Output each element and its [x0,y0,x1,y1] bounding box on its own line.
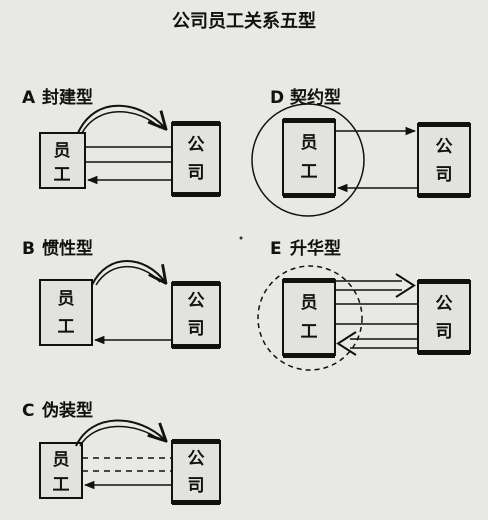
panel-a-letter: A [22,88,36,108]
panel-d-solid-circle [251,103,365,217]
company-label-bottom: 司 [188,476,205,496]
panel-b-company-box: 公 司 [171,281,221,349]
company-label-bottom: 司 [188,163,205,183]
employee-label-bottom: 工 [301,162,318,182]
panel-e-company-box: 公 司 [417,279,471,355]
panel-e-dashed-circle [257,265,363,371]
panel-e-employee-box: 员 工 [282,278,336,358]
company-label-top: 公 [188,449,205,469]
company-label-top: 公 [436,137,453,157]
panel-c-name: 伪装型 [41,400,93,421]
employee-label-bottom: 工 [301,322,318,342]
company-label-bottom: 司 [188,319,205,339]
panel-c: C 伪装型 员 工 公 司 [22,400,221,505]
employee-label-top: 员 [54,141,71,161]
panel-d-company-box: 公 司 [417,122,471,198]
panel-b: B 惯性型 员 工 公 司 [22,238,221,349]
panel-e-forward-arrow [335,273,416,298]
company-label-top: 公 [436,294,453,314]
decorative-dot [239,236,243,240]
panel-d-name: 契约型 [289,87,341,108]
panel-a-name: 封建型 [42,87,93,108]
company-label-bottom: 司 [436,165,453,185]
panel-a: A 封建型 员 工 公 司 [22,87,221,197]
company-label-top: 公 [188,291,205,311]
employee-label-bottom: 工 [54,165,71,185]
employee-label-bottom: 工 [58,317,75,337]
panel-b-employee-box: 员 工 [39,279,93,346]
employee-label-bottom: 工 [53,475,70,495]
panel-d-letter: D [270,88,284,108]
panel-c-employee-box: 员 工 [39,442,83,499]
panel-d-employee-box: 员 工 [282,118,336,198]
panel-c-letter: C [22,401,34,421]
diagram-title: 公司员工关系五型 [172,10,316,32]
panel-a-company-box: 公 司 [171,121,221,197]
employee-label-top: 员 [301,293,318,313]
panel-e-letter: E [270,239,282,259]
panel-d: D 契约型 员 工 公 司 [251,87,471,217]
panel-e-return-arrow [336,331,418,356]
employee-label-top: 员 [53,450,70,470]
company-label-bottom: 司 [436,322,453,342]
employee-label-top: 员 [58,289,75,309]
panel-e: E 升华型 员 工 公 司 [257,238,471,371]
company-label-top: 公 [188,135,205,155]
panel-c-curved-arrow [75,419,165,447]
panel-c-company-box: 公 司 [171,439,221,505]
panel-e-name: 升华型 [290,238,341,259]
panel-b-curved-arrow [91,260,165,285]
panel-a-curved-arrow [77,104,165,134]
panel-a-employee-box: 员 工 [39,132,86,189]
employee-label-top: 员 [301,133,318,153]
panel-b-letter: B [22,239,35,259]
panel-b-name: 惯性型 [42,238,93,259]
